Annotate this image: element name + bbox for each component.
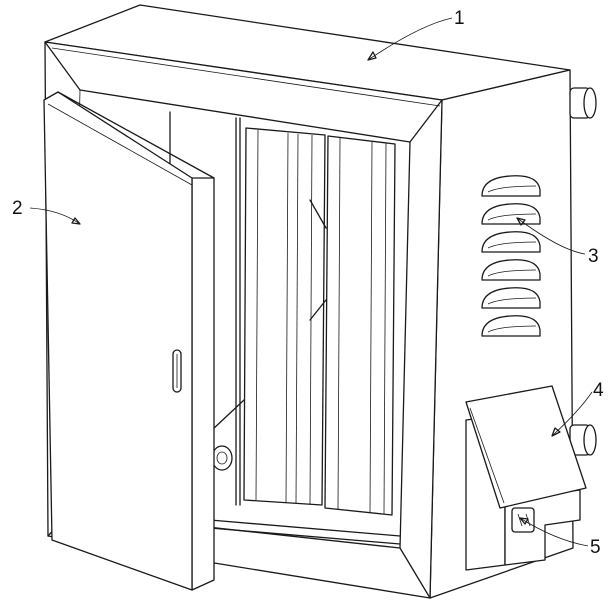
door-side-edge [191, 177, 215, 591]
mounting-bolts [569, 87, 597, 456]
vent-louvers [481, 175, 541, 337]
door-front-panel [43, 91, 193, 591]
socket-box [465, 385, 587, 571]
callout-2: 2 [12, 198, 23, 219]
interior-column-right [324, 135, 396, 516]
callout-4: 4 [593, 380, 604, 401]
cabinet-door [43, 91, 215, 591]
callout-3: 3 [588, 246, 599, 267]
socket-cover [465, 385, 587, 509]
roller-wheel [211, 445, 233, 471]
callout-1: 1 [454, 8, 465, 29]
leader-lines [29, 17, 593, 547]
interior-column-left [243, 127, 326, 506]
callout-5: 5 [590, 537, 601, 558]
